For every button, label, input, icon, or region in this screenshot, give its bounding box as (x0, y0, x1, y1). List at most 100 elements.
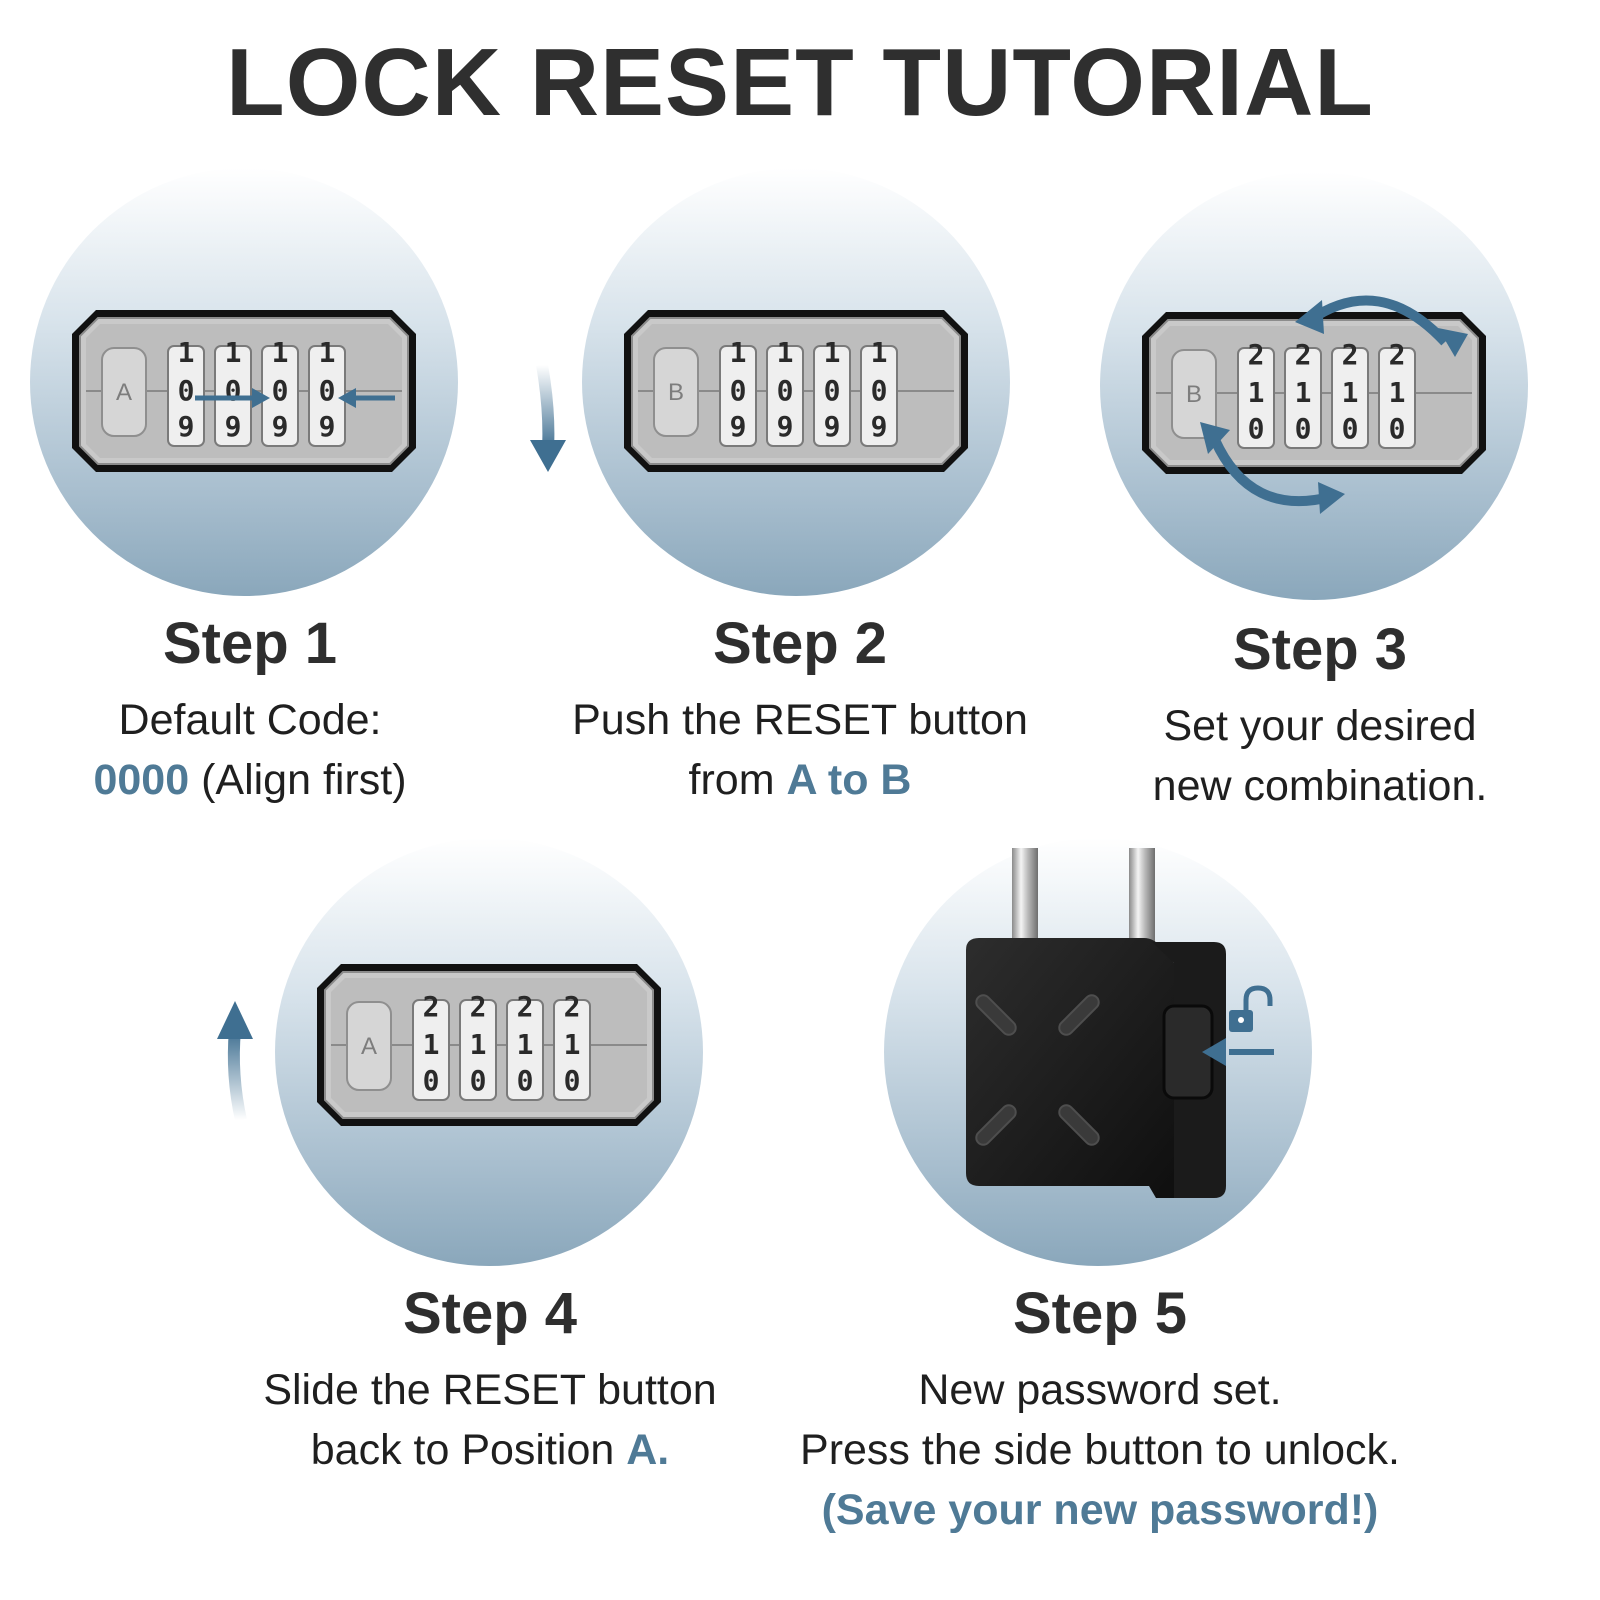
dial-digit: 9 (824, 410, 841, 443)
down-arrow-icon (530, 363, 566, 472)
step5-title: Step 5 (1012, 1281, 1188, 1346)
dial-digit: 1 (319, 336, 336, 369)
dial-digit: 2 (1248, 338, 1265, 371)
dial-digit: 2 (564, 990, 581, 1023)
dial-digit: 1 (272, 336, 289, 369)
step4-caption: Step 4 Slide the RESET button back to Po… (230, 1282, 750, 1480)
dial-digit: 9 (730, 410, 747, 443)
unlock-icon (1229, 985, 1273, 1032)
dial-digit: 1 (1342, 376, 1359, 409)
step4-description: Slide the RESET button back to Position … (230, 1360, 750, 1480)
step3-title: Step 3 (1232, 617, 1408, 682)
dial-digit: 1 (1248, 376, 1265, 409)
step5-caption: Step 5 New password set. Press the side … (780, 1282, 1420, 1540)
rotate-arrows-icon (1210, 295, 1449, 507)
dial-digit: 1 (1295, 376, 1312, 409)
step3-description: Set your desired new combination. (1080, 696, 1560, 816)
dial-digit: 1 (777, 336, 794, 369)
step2-line2: from A to B (540, 750, 1060, 810)
dial-wheel: 109 (766, 336, 804, 447)
step1-line2-rest: (Align first) (189, 755, 407, 804)
dial-digit: 0 (730, 374, 747, 407)
dial-wheel: 109 (813, 336, 851, 447)
press-arrow-icon (1202, 1038, 1274, 1066)
dial-digit: 1 (517, 1028, 534, 1061)
dial-digit: 9 (272, 410, 289, 443)
dial-digit: 1 (423, 1028, 440, 1061)
step2-line1: Push the RESET button (572, 695, 1028, 744)
reset-switch-letter: A (116, 379, 132, 406)
step1-caption: Step 1 Default Code: 0000 (Align first) (40, 612, 460, 810)
step2-description: Push the RESET button from A to B (540, 690, 1060, 810)
shackle-left (1012, 848, 1038, 953)
step1-line2: 0000 (Align first) (40, 750, 460, 810)
step5-illustration (884, 838, 1312, 1266)
dial-digit: 2 (470, 990, 487, 1023)
dial-digit: 1 (178, 336, 195, 369)
dial-digit: 1 (871, 336, 888, 369)
dial-digit: 0 (272, 374, 289, 407)
dial-digit: 0 (470, 1064, 487, 1097)
step5-save-note: (Save your new password!) (821, 1485, 1379, 1534)
reset-switch-letter: B (668, 379, 684, 406)
reset-switch: A (101, 347, 147, 437)
dial-digit: 0 (225, 374, 242, 407)
dial-digit: 9 (178, 410, 195, 443)
dial-digit: 0 (178, 374, 195, 407)
dial-wheel: 2 10 (1237, 338, 1275, 449)
dial-digit: 9 (871, 410, 888, 443)
dial-digit: 2 (517, 990, 534, 1023)
step5-line1: New password set. (918, 1365, 1282, 1414)
dial-wheel: 1 09 (719, 336, 757, 447)
step2-line2-pre: from (688, 755, 787, 804)
dial-digit: 0 (1342, 412, 1359, 445)
dial-digit: 1 (225, 336, 242, 369)
dial-wheel: 1 09 (167, 336, 205, 447)
step1-line1: Default Code: (118, 695, 382, 744)
step4-line1: Slide the RESET button (263, 1365, 717, 1414)
step4-position-a: A. (626, 1425, 670, 1474)
dial-digit: 0 (423, 1064, 440, 1097)
dial-digit: 1 (470, 1028, 487, 1061)
dial-digit: 0 (319, 374, 336, 407)
dial-digit: 1 (824, 336, 841, 369)
dial-wheel: 2 10 (506, 990, 544, 1101)
dial-wheel: 2 10 (459, 990, 497, 1101)
dial-digit: 2 (1295, 338, 1312, 371)
dial-digit: 0 (777, 374, 794, 407)
step3-caption: Step 3 Set your desired new combination. (1080, 618, 1560, 816)
step3-line1: Set your desired (1163, 701, 1477, 750)
step3-line2: new combination. (1152, 761, 1488, 810)
dial-digit: 2 (1342, 338, 1359, 371)
step1-description: Default Code: 0000 (Align first) (40, 690, 460, 810)
dial-wheel: 210 (412, 990, 450, 1101)
shackle-right (1129, 848, 1155, 953)
dial-digit: 0 (517, 1064, 534, 1097)
dial-wheel: 2 10 (1331, 338, 1369, 449)
up-arrow-icon (217, 1001, 253, 1122)
dial-digit: 0 (1248, 412, 1265, 445)
step4-title: Step 4 (402, 1281, 578, 1346)
dial-digit: 2 (1389, 338, 1406, 371)
dial-wheel: 1 09 (261, 336, 299, 447)
step2-caption: Step 2 Push the RESET button from A to B (540, 612, 1060, 810)
dial-digit: 1 (730, 336, 747, 369)
dial-digit: 0 (564, 1064, 581, 1097)
reset-switch: B (1171, 349, 1217, 439)
reset-switch-letter: B (1186, 381, 1202, 408)
reset-switch-letter: A (361, 1033, 377, 1060)
dial-digit: 9 (319, 410, 336, 443)
step1-title: Step 1 (162, 611, 338, 676)
step5-description: New password set. Press the side button … (780, 1360, 1420, 1540)
step2-a-to-b: A to B (786, 755, 912, 804)
padlock-icon (966, 848, 1274, 1198)
step1-default-code: 0000 (93, 755, 190, 804)
